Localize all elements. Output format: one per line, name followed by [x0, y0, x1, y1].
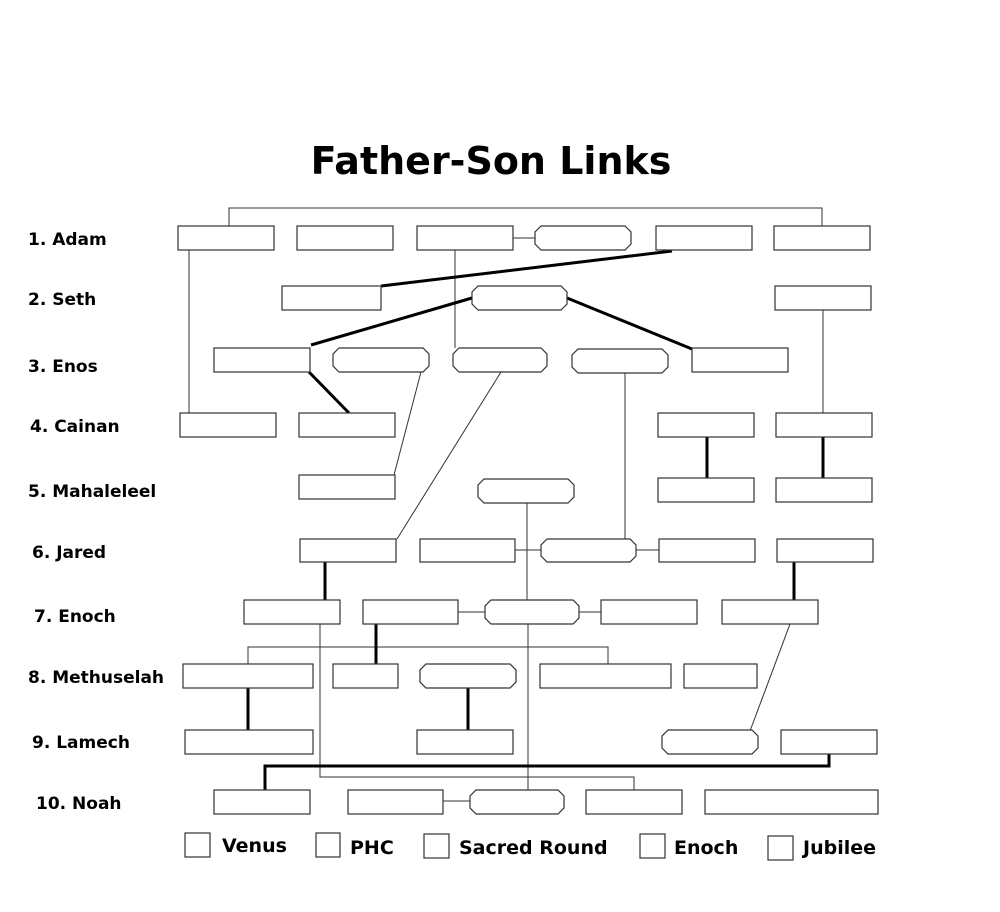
person-box [243, 599, 341, 625]
person-box [658, 538, 756, 563]
person-box [332, 663, 399, 689]
page-title: Father-Son Links [311, 139, 672, 183]
person-box [657, 477, 755, 503]
thick-link-line [566, 296, 693, 351]
legend-checkbox-enoch[interactable] [639, 833, 666, 859]
legend-checkbox-venus[interactable] [184, 832, 211, 858]
person-box [780, 729, 878, 755]
gen-label-noah: 10. Noah [36, 794, 122, 814]
person-box [539, 663, 672, 689]
octagon-box [534, 225, 632, 251]
octagon-box [571, 348, 669, 374]
legend-checkbox-jubilee[interactable] [767, 835, 794, 861]
gen-label-enos: 3. Enos [28, 357, 98, 377]
person-box [213, 347, 311, 373]
person-box [298, 474, 396, 500]
generation-labels: 1. Adam 2. Seth 3. Enos 4. Cainan 5. Mah… [28, 230, 164, 814]
legend-label-sacred-round: Sacred Round [459, 837, 608, 859]
person-box [347, 789, 444, 815]
person-box [655, 225, 753, 251]
person-box [184, 729, 314, 755]
person-box [691, 347, 789, 373]
thick-link-line [307, 370, 351, 415]
person-box [704, 789, 879, 815]
legend-checkbox-phc[interactable] [315, 832, 341, 858]
person-box [600, 599, 698, 625]
octagon-box [540, 538, 637, 563]
person-box [773, 225, 871, 251]
person-box [182, 663, 314, 689]
person-box [721, 599, 819, 625]
thick-link-line [263, 754, 831, 790]
legend-label-enoch: Enoch [674, 837, 738, 859]
highlight-boxes [332, 225, 759, 815]
person-box [179, 412, 277, 438]
person-box [296, 225, 394, 251]
person-box [362, 599, 459, 625]
person-box [177, 225, 275, 251]
legend-label-phc: PHC [350, 837, 394, 859]
gen-label-jared: 6. Jared [32, 543, 106, 563]
legend-label-jubilee: Jubilee [801, 837, 876, 859]
thick-link-line [310, 296, 473, 347]
octagon-box [484, 599, 580, 625]
link-line [393, 371, 422, 476]
gen-label-lamech: 9. Lamech [32, 733, 130, 753]
thin-links [188, 207, 824, 802]
person-boxes [177, 225, 879, 815]
person-box [298, 412, 396, 438]
octagon-box [477, 478, 575, 504]
person-box [281, 285, 382, 311]
thick-link-line [380, 249, 673, 288]
octagon-box [419, 663, 517, 689]
person-box [657, 412, 755, 438]
person-box [585, 789, 683, 815]
octagon-box [661, 729, 759, 755]
person-box [683, 663, 758, 689]
person-box [774, 285, 872, 311]
person-box [416, 729, 514, 755]
octagon-box [469, 789, 565, 815]
legend-label-venus: Venus [222, 835, 287, 857]
octagon-box [452, 347, 548, 373]
legend-checkbox-sacred-round[interactable] [423, 833, 450, 859]
person-box [416, 225, 514, 251]
person-box [775, 477, 873, 503]
person-box [776, 538, 874, 563]
person-box [299, 538, 397, 563]
gen-label-mahaleleel: 5. Mahaleleel [28, 482, 156, 502]
octagon-box [471, 285, 568, 311]
gen-label-cainan: 4. Cainan [30, 417, 120, 437]
person-box [213, 789, 311, 815]
link-line [749, 623, 791, 732]
legend: Venus PHC Sacred Round Enoch Jubilee [184, 832, 876, 861]
link-line [247, 646, 609, 664]
gen-label-enoch: 7. Enoch [34, 607, 116, 627]
person-box [775, 412, 873, 438]
octagon-box [332, 347, 430, 373]
person-box [419, 538, 516, 563]
thick-links [246, 249, 831, 790]
link-line [396, 371, 502, 540]
gen-label-methuselah: 8. Methuselah [28, 668, 164, 688]
gen-label-seth: 2. Seth [28, 290, 96, 310]
link-line [319, 624, 635, 790]
link-line [228, 207, 823, 226]
gen-label-adam: 1. Adam [28, 230, 107, 250]
